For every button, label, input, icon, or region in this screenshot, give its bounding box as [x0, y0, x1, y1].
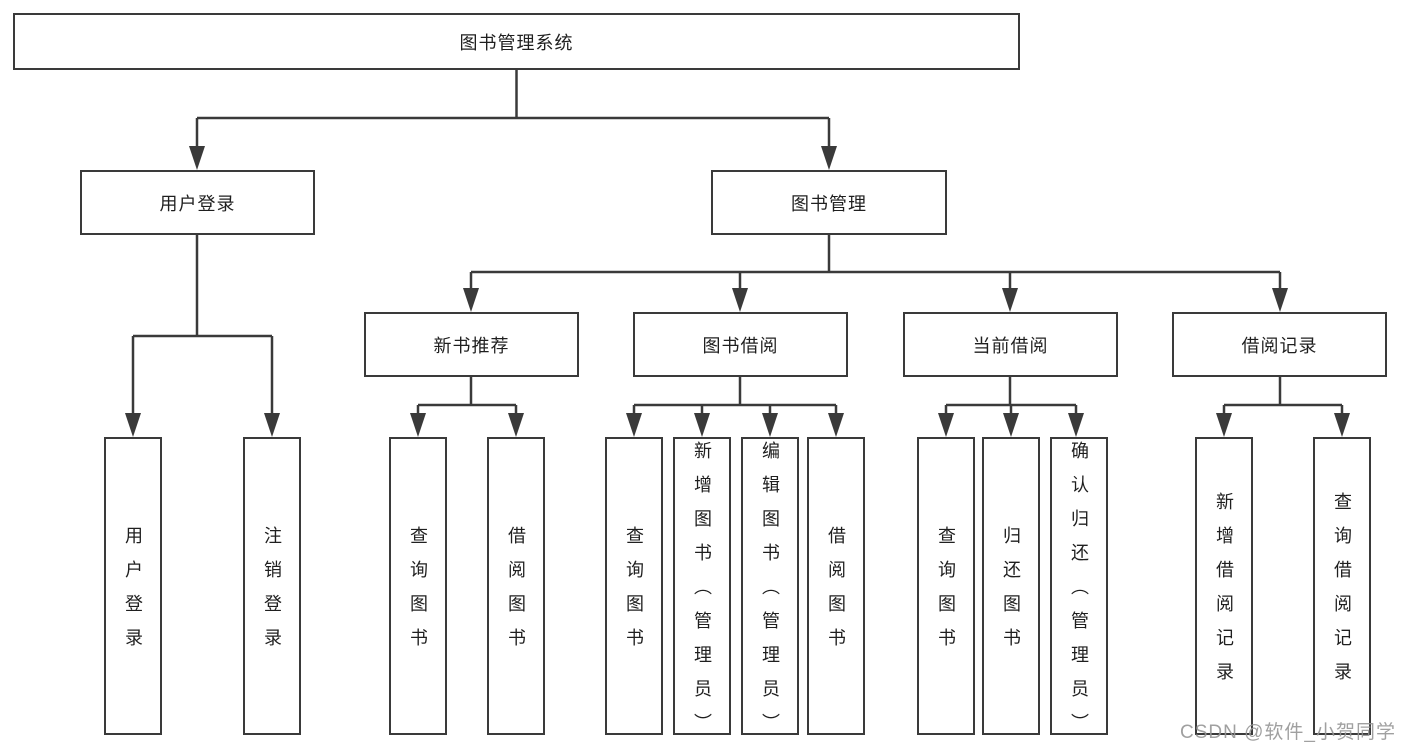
- leaf-user-login: 用户登录: [104, 437, 162, 735]
- node-book-borrow-label: 图书借阅: [702, 335, 779, 356]
- leaf-current-query-book: 查询图书: [917, 437, 975, 735]
- node-current-borrow-label: 当前借阅: [972, 335, 1049, 356]
- node-book-manage: 图书管理: [711, 170, 947, 235]
- leaf-borrow-query-book-label: 查询图书: [624, 526, 644, 662]
- leaf-borrow-edit-book-label: 编辑图书（管理员）: [760, 441, 780, 747]
- node-borrow-record: 借阅记录: [1172, 312, 1387, 377]
- leaf-borrow-borrow-book-label: 借阅图书: [826, 526, 846, 662]
- node-borrow-record-label: 借阅记录: [1241, 335, 1318, 356]
- node-root-label: 图书管理系统: [459, 32, 574, 53]
- leaf-rec-borrow-book: 借阅图书: [487, 437, 545, 735]
- leaf-record-add: 新增借阅记录: [1195, 437, 1253, 735]
- leaf-record-query: 查询借阅记录: [1313, 437, 1371, 735]
- leaf-rec-borrow-book-label: 借阅图书: [506, 526, 526, 662]
- node-root: 图书管理系统: [13, 13, 1020, 70]
- leaf-borrow-borrow-book: 借阅图书: [807, 437, 865, 735]
- leaf-logout-label: 注销登录: [262, 526, 282, 662]
- node-current-borrow: 当前借阅: [903, 312, 1118, 377]
- node-book-manage-label: 图书管理: [791, 193, 867, 214]
- node-new-book-rec: 新书推荐: [364, 312, 579, 377]
- leaf-record-add-label: 新增借阅记录: [1214, 492, 1234, 696]
- leaf-current-query-book-label: 查询图书: [936, 526, 956, 662]
- node-user-login-label: 用户登录: [159, 193, 236, 214]
- leaf-rec-query-book: 查询图书: [389, 437, 447, 735]
- node-new-book-rec-label: 新书推荐: [433, 335, 510, 356]
- leaf-borrow-add-book: 新增图书（管理员）: [673, 437, 731, 747]
- leaf-borrow-edit-book: 编辑图书（管理员）: [741, 437, 799, 747]
- leaf-borrow-query-book: 查询图书: [605, 437, 663, 735]
- leaf-current-return-book-label: 归还图书: [1001, 526, 1021, 662]
- leaf-current-return-book: 归还图书: [982, 437, 1040, 735]
- leaf-user-login-label: 用户登录: [123, 526, 143, 662]
- leaf-borrow-add-book-label: 新增图书（管理员）: [692, 441, 712, 747]
- leaf-rec-query-book-label: 查询图书: [408, 526, 428, 662]
- leaf-current-confirm-return: 确认归还（管理员）: [1050, 437, 1108, 747]
- node-book-borrow: 图书借阅: [633, 312, 848, 377]
- leaf-record-query-label: 查询借阅记录: [1332, 492, 1352, 696]
- leaf-current-confirm-return-label: 确认归还（管理员）: [1069, 441, 1089, 747]
- leaf-logout: 注销登录: [243, 437, 301, 735]
- node-user-login: 用户登录: [80, 170, 315, 235]
